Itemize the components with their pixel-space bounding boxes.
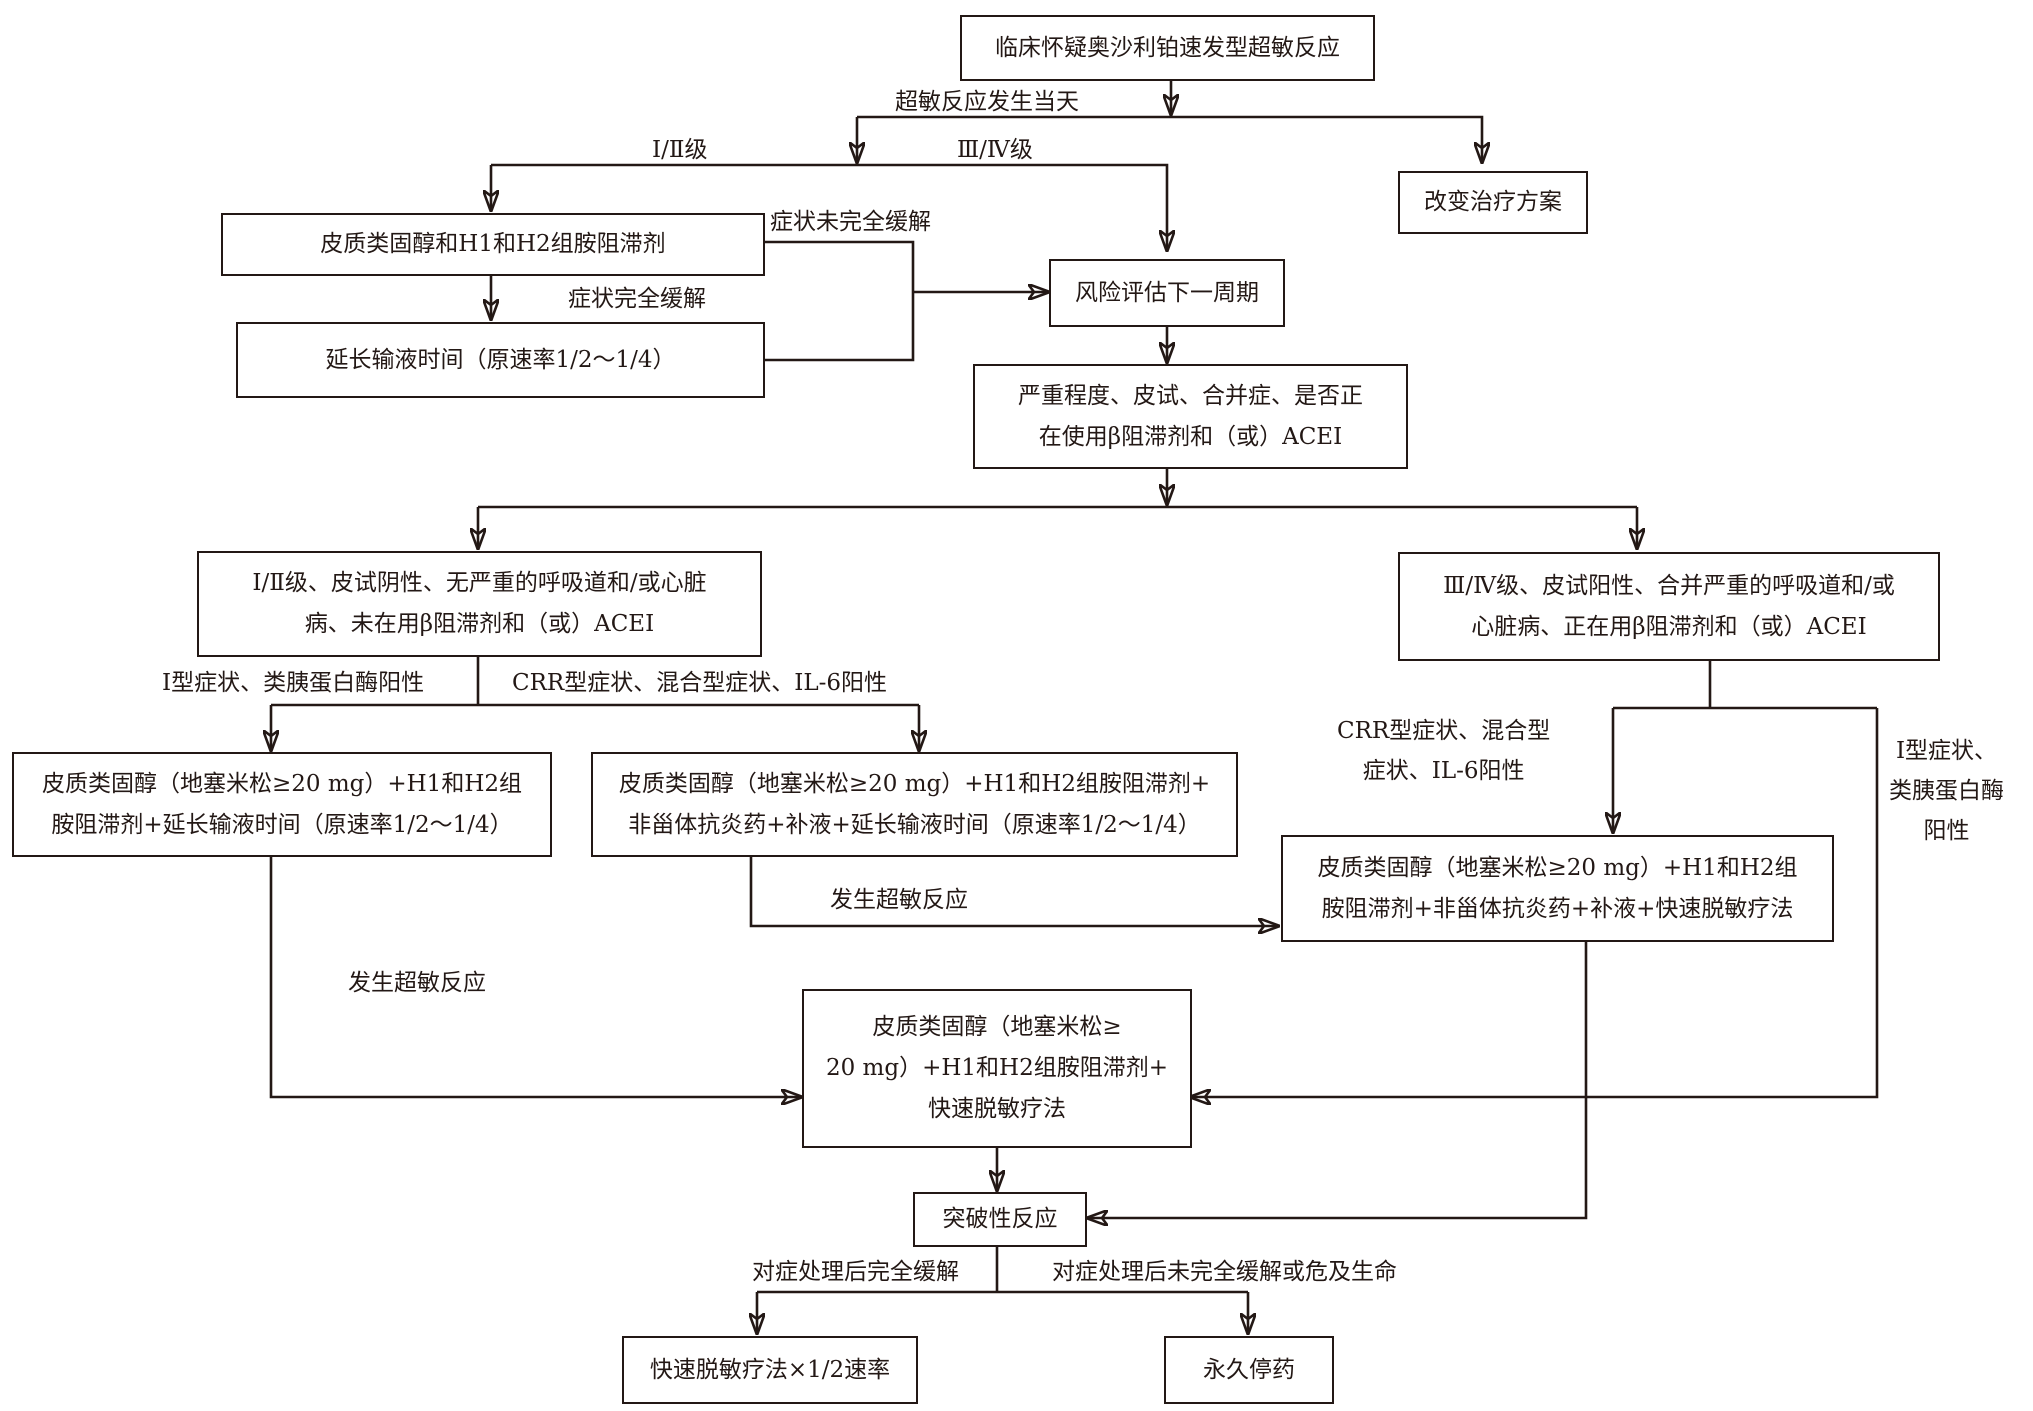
node-high-crr-treatment: 皮质类固醇（地塞米松≥20 mg）+H1和H2组胺阻滞剂+非甾体抗炎药+补液+快…: [1281, 835, 1834, 942]
label-text-line: 类胰蛋白酶: [1889, 778, 2004, 804]
label-relieved-after-treatment: 对症处理后完全缓解: [752, 1259, 959, 1285]
edge-low-split-type1: [271, 703, 919, 751]
label-fully-relieved: 症状完全缓解: [568, 286, 706, 312]
label-hsr-occurs-crr: 发生超敏反应: [830, 887, 968, 913]
node-steroid-h1h2: 皮质类固醇和H1和H2组胺阻滞剂: [221, 213, 765, 276]
node-low-type1-treatment: 皮质类固醇（地塞米松≥20 mg）+H1和H2组胺阻滞剂+延长输液时间（原速率1…: [12, 752, 552, 857]
node-text-line: 皮质类固醇（地塞米松≥20 mg）+H1和H2组: [41, 770, 523, 797]
node-low-risk: Ⅰ/Ⅱ级、皮试阴性、无严重的呼吸道和/或心脏病、未在用β阻滞剂和（或）ACEI: [197, 551, 762, 657]
label-text-line: CRR型症状、混合型: [1337, 718, 1551, 744]
node-text-line: 病、未在用β阻滞剂和（或）ACEI: [304, 611, 655, 637]
node-prolong-infusion: 延长输液时间（原速率1/2～1/4）: [236, 322, 765, 398]
label-not-fully-relieved: 症状未完全缓解: [770, 209, 931, 235]
node-text-line: 心脏病、正在用β阻滞剂和（或）ACEI: [1471, 613, 1867, 640]
node-text-line: 临床怀疑奥沙利铂速发型超敏反应: [995, 34, 1340, 61]
edge-high-crr-to-breakthrough: [1087, 941, 1588, 1218]
edge-high-split-crr: [1613, 706, 1877, 833]
node-text-line: 皮质类固醇（地塞米松≥20 mg）+H1和H2组胺阻滞剂+: [618, 770, 1211, 797]
node-text-line: 在使用β阻滞剂和（或）ACEI: [1038, 423, 1343, 450]
label-high-type1-symptoms: Ⅰ型症状、类胰蛋白酶阳性: [1889, 731, 2004, 851]
node-half-rate-desensitization: 快速脱敏疗法×1/2速率: [622, 1336, 918, 1404]
node-text-line: 皮质类固醇（地塞米松≥20 mg）+H1和H2组: [1317, 854, 1798, 881]
node-text-line: 风险评估下一周期: [1075, 279, 1259, 306]
node-high-risk: Ⅲ/Ⅳ级、皮试阳性、合并严重的呼吸道和/或心脏病、正在用β阻滞剂和（或）ACEI: [1398, 552, 1940, 661]
node-text-line: 突破性反应: [942, 1206, 1058, 1232]
label-same-day: 超敏反应发生当天: [895, 89, 1079, 115]
node-text-line: 延长输液时间（原速率1/2～1/4）: [325, 346, 676, 373]
node-text-line: 胺阻滞剂+延长输液时间（原速率1/2～1/4）: [51, 811, 513, 838]
node-change-plan: 改变治疗方案: [1398, 171, 1588, 234]
node-text-line: 20 mg）+H1和H2组胺阻滞剂+: [825, 1055, 1169, 1081]
node-assessment-criteria: 严重程度、皮试、合并症、是否正在使用β阻滞剂和（或）ACEI: [973, 364, 1408, 469]
label-high-crr-symptoms: CRR型症状、混合型症状、IL-6阳性: [1337, 711, 1550, 791]
node-text-line: 皮质类固醇（地塞米松≥: [872, 1014, 1122, 1040]
label-grade-3-4: Ⅲ/Ⅳ级: [957, 137, 1033, 163]
label-text-line: 症状、IL-6阳性: [1362, 758, 1525, 784]
label-low-type1-symptoms: Ⅰ型症状、类胰蛋白酶阳性: [162, 670, 425, 696]
label-not-relieved-or-life-threatening: 对症处理后未完全缓解或危及生命: [1052, 1259, 1397, 1285]
node-desensitization: 皮质类固醇（地塞米松≥ 20 mg）+H1和H2组胺阻滞剂+ 快速脱敏疗法: [802, 989, 1192, 1148]
edge-to-half-rate: [757, 1290, 1248, 1334]
edge-high-type1-to-desensitize: [1190, 708, 1879, 1097]
label-low-crr-symptoms: CRR型症状、混合型症状、IL-6阳性: [512, 670, 887, 696]
label-grade-1-2: Ⅰ/Ⅱ级: [652, 137, 708, 163]
node-breakthrough-reaction: 突破性反应: [913, 1192, 1087, 1247]
edge-low-type1-to-desensitize: [269, 856, 802, 1097]
node-text-line: 快速脱敏疗法: [928, 1096, 1066, 1122]
node-suspected-hsr: 临床怀疑奥沙利铂速发型超敏反应: [960, 15, 1375, 81]
node-permanent-stop: 永久停药: [1164, 1336, 1334, 1404]
node-low-crr-treatment: 皮质类固醇（地塞米松≥20 mg）+H1和H2组胺阻滞剂+ 非甾体抗炎药+补液+延…: [591, 752, 1238, 857]
node-text-line: 改变治疗方案: [1424, 189, 1562, 215]
node-text-line: 永久停药: [1203, 1356, 1295, 1383]
node-text-line: 严重程度、皮试、合并症、是否正: [1018, 382, 1363, 409]
label-text-line: Ⅰ型症状、: [1895, 738, 1998, 764]
node-text-line: Ⅲ/Ⅳ级、皮试阳性、合并严重的呼吸道和/或: [1443, 572, 1895, 599]
node-text-line: 非甾体抗炎药+补液+延长输液时间（原速率1/2～1/4）: [628, 811, 1201, 838]
edge-grade34-to-risk: [491, 163, 1167, 251]
node-risk-assessment: 风险评估下一周期: [1049, 259, 1285, 327]
edge-split-to-low: [478, 505, 1637, 549]
label-text-line: 阳性: [1923, 818, 1970, 844]
edge-steroid-unrelieved: [763, 240, 915, 362]
node-text-line: 胺阻滞剂+非甾体抗炎药+补液+快速脱敏疗法: [1321, 895, 1794, 922]
label-hsr-occurs-type1: 发生超敏反应: [348, 970, 486, 996]
node-text-line: Ⅰ/Ⅱ级、皮试阴性、无严重的呼吸道和/或心脏: [252, 570, 707, 596]
node-text-line: 快速脱敏疗法×1/2速率: [649, 1356, 891, 1383]
node-text-line: 皮质类固醇和H1和H2组胺阻滞剂: [320, 231, 666, 257]
edge-split-to-change-plan: [857, 115, 1482, 163]
edge-low-crr-to-high-crr: [749, 855, 1279, 926]
